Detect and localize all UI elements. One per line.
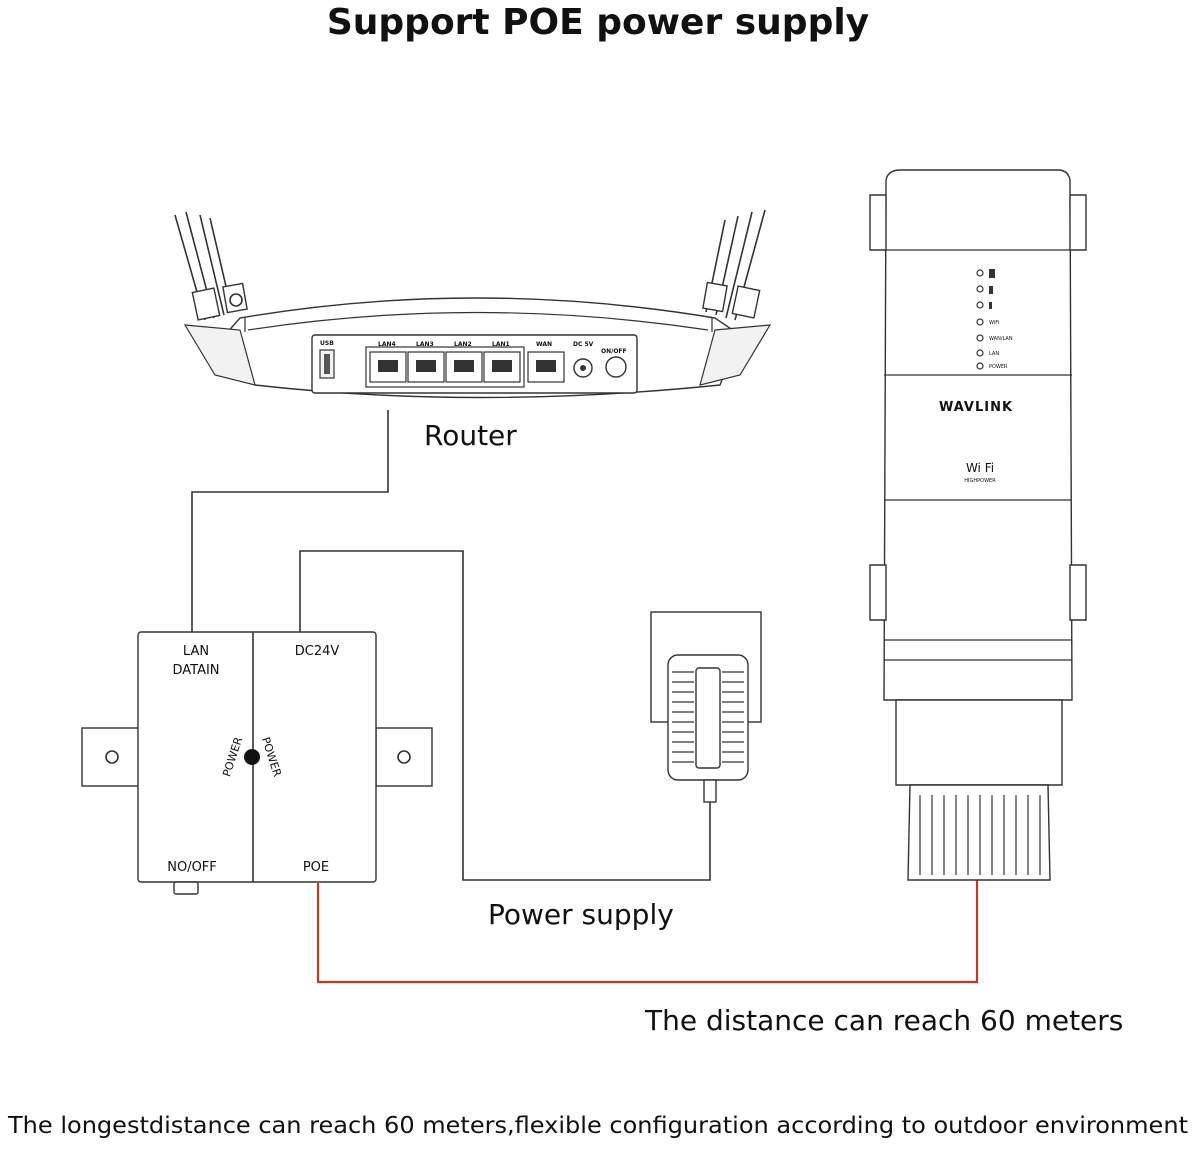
injector-dc24v-label: DC24V — [295, 644, 340, 659]
injector-poe-label: POE — [303, 860, 329, 875]
cpe-led-wanlan-label: WAN/LAN — [989, 336, 1013, 342]
router-port-onoff: ON/OFF — [601, 348, 627, 355]
cpe-led-lan-label: LAN — [989, 351, 999, 357]
footer-caption: The longestdistance can reach 60 meters,… — [7, 1111, 1188, 1139]
router-port-lan2: LAN2 — [454, 341, 472, 348]
injector-switch-label: NO/OFF — [167, 860, 217, 875]
router-port-lan4: LAN4 — [378, 341, 396, 348]
injector-lan-label: LAN — [183, 644, 209, 659]
cpe-wifi-text: Wi Fi — [966, 461, 994, 475]
power-supply-label: Power supply — [488, 898, 674, 931]
router-port-wan: WAN — [536, 341, 552, 348]
router-port-usb: USB — [320, 340, 334, 347]
router-label: Router — [424, 419, 517, 452]
injector-datain-label: DATAIN — [172, 663, 219, 678]
router-port-lan3: LAN3 — [416, 341, 434, 348]
poe-cable — [316, 880, 979, 984]
cpe-brand: WAVLINK — [939, 400, 1013, 415]
power-supply — [650, 611, 762, 803]
cpe-wifi-sub: HIGHPOWER — [964, 478, 996, 484]
distance-label: The distance can reach 60 meters — [644, 1004, 1123, 1037]
router-port-lan1: LAN1 — [492, 341, 510, 348]
router: USB LAN4 LAN3 LAN2 LAN1 WAN DC 5V ON/OFF — [174, 209, 772, 399]
poe-injector: LAN DATAIN DC24V NO/OFF POE POWER POWER — [81, 631, 433, 895]
diagram-title: Support POE power supply — [327, 2, 869, 43]
lan-cable — [191, 410, 389, 632]
cpe-led-wifi-label: WiFi — [989, 320, 999, 326]
cpe-led-power-label: POWER — [989, 364, 1008, 370]
cpe-unit: WiFi WAN/LAN LAN POWER WAVLINK Wi Fi HIG… — [869, 169, 1087, 881]
router-port-dc5v: DC 5V — [573, 341, 594, 348]
dc-cable — [299, 550, 711, 881]
